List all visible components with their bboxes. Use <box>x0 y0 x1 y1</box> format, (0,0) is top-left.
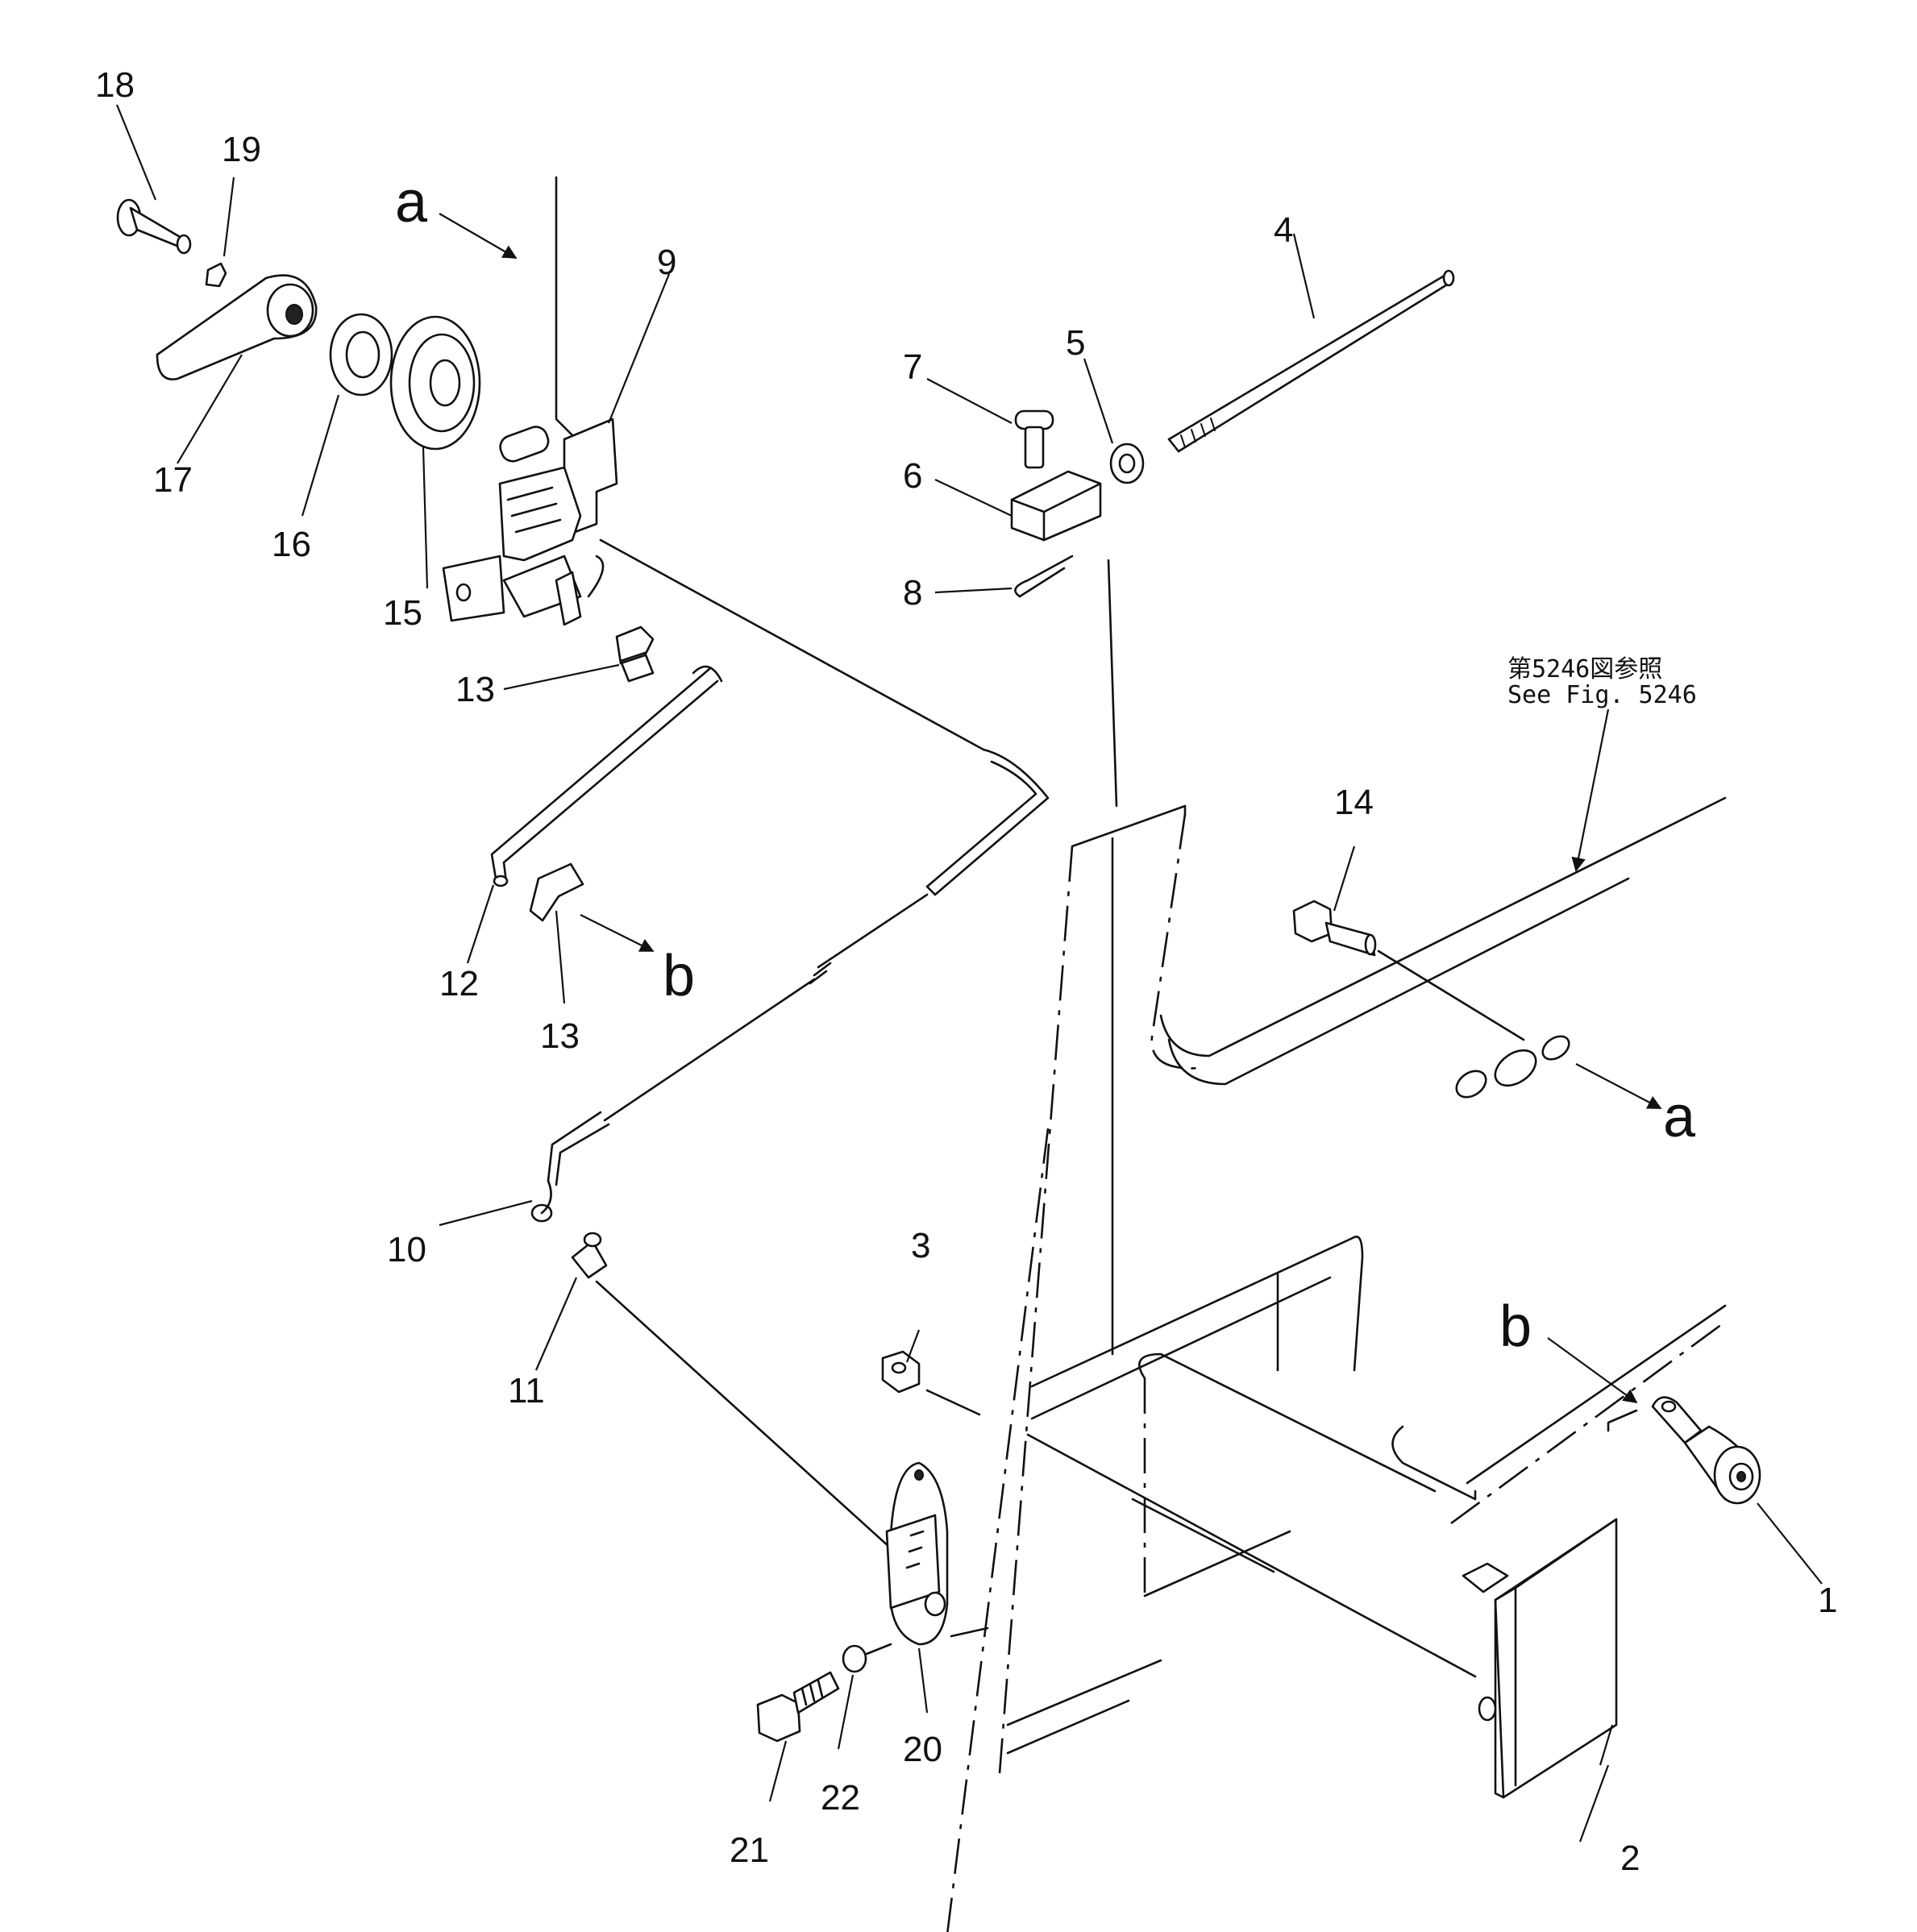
chain-link <box>1455 1035 1570 1099</box>
reference-en: See Fig. 5246 <box>1507 681 1697 709</box>
callout-2: 2 <box>1620 1839 1640 1878</box>
lever-assembly-9 <box>442 176 618 626</box>
bolt-18 <box>116 198 192 255</box>
callout-10: 10 <box>387 1230 426 1269</box>
callout-labels: 1 2 3 4 5 6 7 8 9 10 11 12 13 13 14 15 1… <box>95 65 1837 1878</box>
letter-b-right: b <box>1499 1294 1532 1359</box>
knob-1 <box>1651 1396 1761 1505</box>
callout-14: 14 <box>1334 783 1374 822</box>
callout-12: 12 <box>439 964 479 1003</box>
callout-16: 16 <box>272 525 311 564</box>
pin-7 <box>1014 409 1054 469</box>
callout-15: 15 <box>383 593 422 633</box>
callout-9: 9 <box>657 243 676 282</box>
callout-22: 22 <box>821 1778 860 1818</box>
callout-7: 7 <box>903 347 922 387</box>
leader-lines <box>115 104 1823 1843</box>
handle-17 <box>156 274 318 380</box>
rod-12 <box>490 665 723 887</box>
block-6 <box>1010 470 1102 542</box>
rod-4 <box>1167 269 1455 453</box>
callout-17: 17 <box>153 460 193 500</box>
figure-reference: 第5246図参照 See Fig. 5246 <box>1507 655 1697 709</box>
callout-11: 11 <box>508 1371 545 1411</box>
reference-jp: 第5246図参照 <box>1507 655 1662 683</box>
letter-a-top: a <box>395 170 428 235</box>
callout-8: 8 <box>903 573 922 613</box>
washer-22 <box>842 1644 867 1673</box>
lock-20 <box>885 1461 949 1646</box>
clip-11 <box>571 1232 608 1279</box>
callout-19: 19 <box>222 130 261 169</box>
letter-b-left: b <box>663 944 695 1008</box>
connection-letters: a b a b <box>395 170 1696 1359</box>
washer-16 <box>329 313 393 397</box>
cotter-pin-8 <box>1014 555 1074 598</box>
connection-arrows <box>439 213 1662 1404</box>
callout-21: 21 <box>730 1830 769 1870</box>
callout-4: 4 <box>1274 210 1293 250</box>
callout-1: 1 <box>1818 1581 1837 1620</box>
callout-6: 6 <box>903 456 922 496</box>
cable-10 <box>530 538 1050 1223</box>
callout-18: 18 <box>95 65 135 105</box>
bolt-21 <box>756 1671 840 1743</box>
cab-frame <box>946 796 1727 1932</box>
callout-13-lower: 13 <box>540 1016 580 1056</box>
clip-13-lower <box>529 862 584 922</box>
callout-5: 5 <box>1066 323 1085 363</box>
lock-washer-19 <box>205 262 227 288</box>
callout-13-upper: 13 <box>455 670 495 709</box>
bolt-14 <box>1292 900 1377 957</box>
letter-a-right: a <box>1663 1085 1696 1149</box>
callout-3: 3 <box>911 1226 930 1265</box>
clip-13-upper <box>615 625 655 683</box>
callout-20: 20 <box>903 1730 942 1769</box>
grommet-15 <box>389 315 481 451</box>
nut-3 <box>881 1350 921 1394</box>
cover-2 <box>1462 1518 1618 1799</box>
